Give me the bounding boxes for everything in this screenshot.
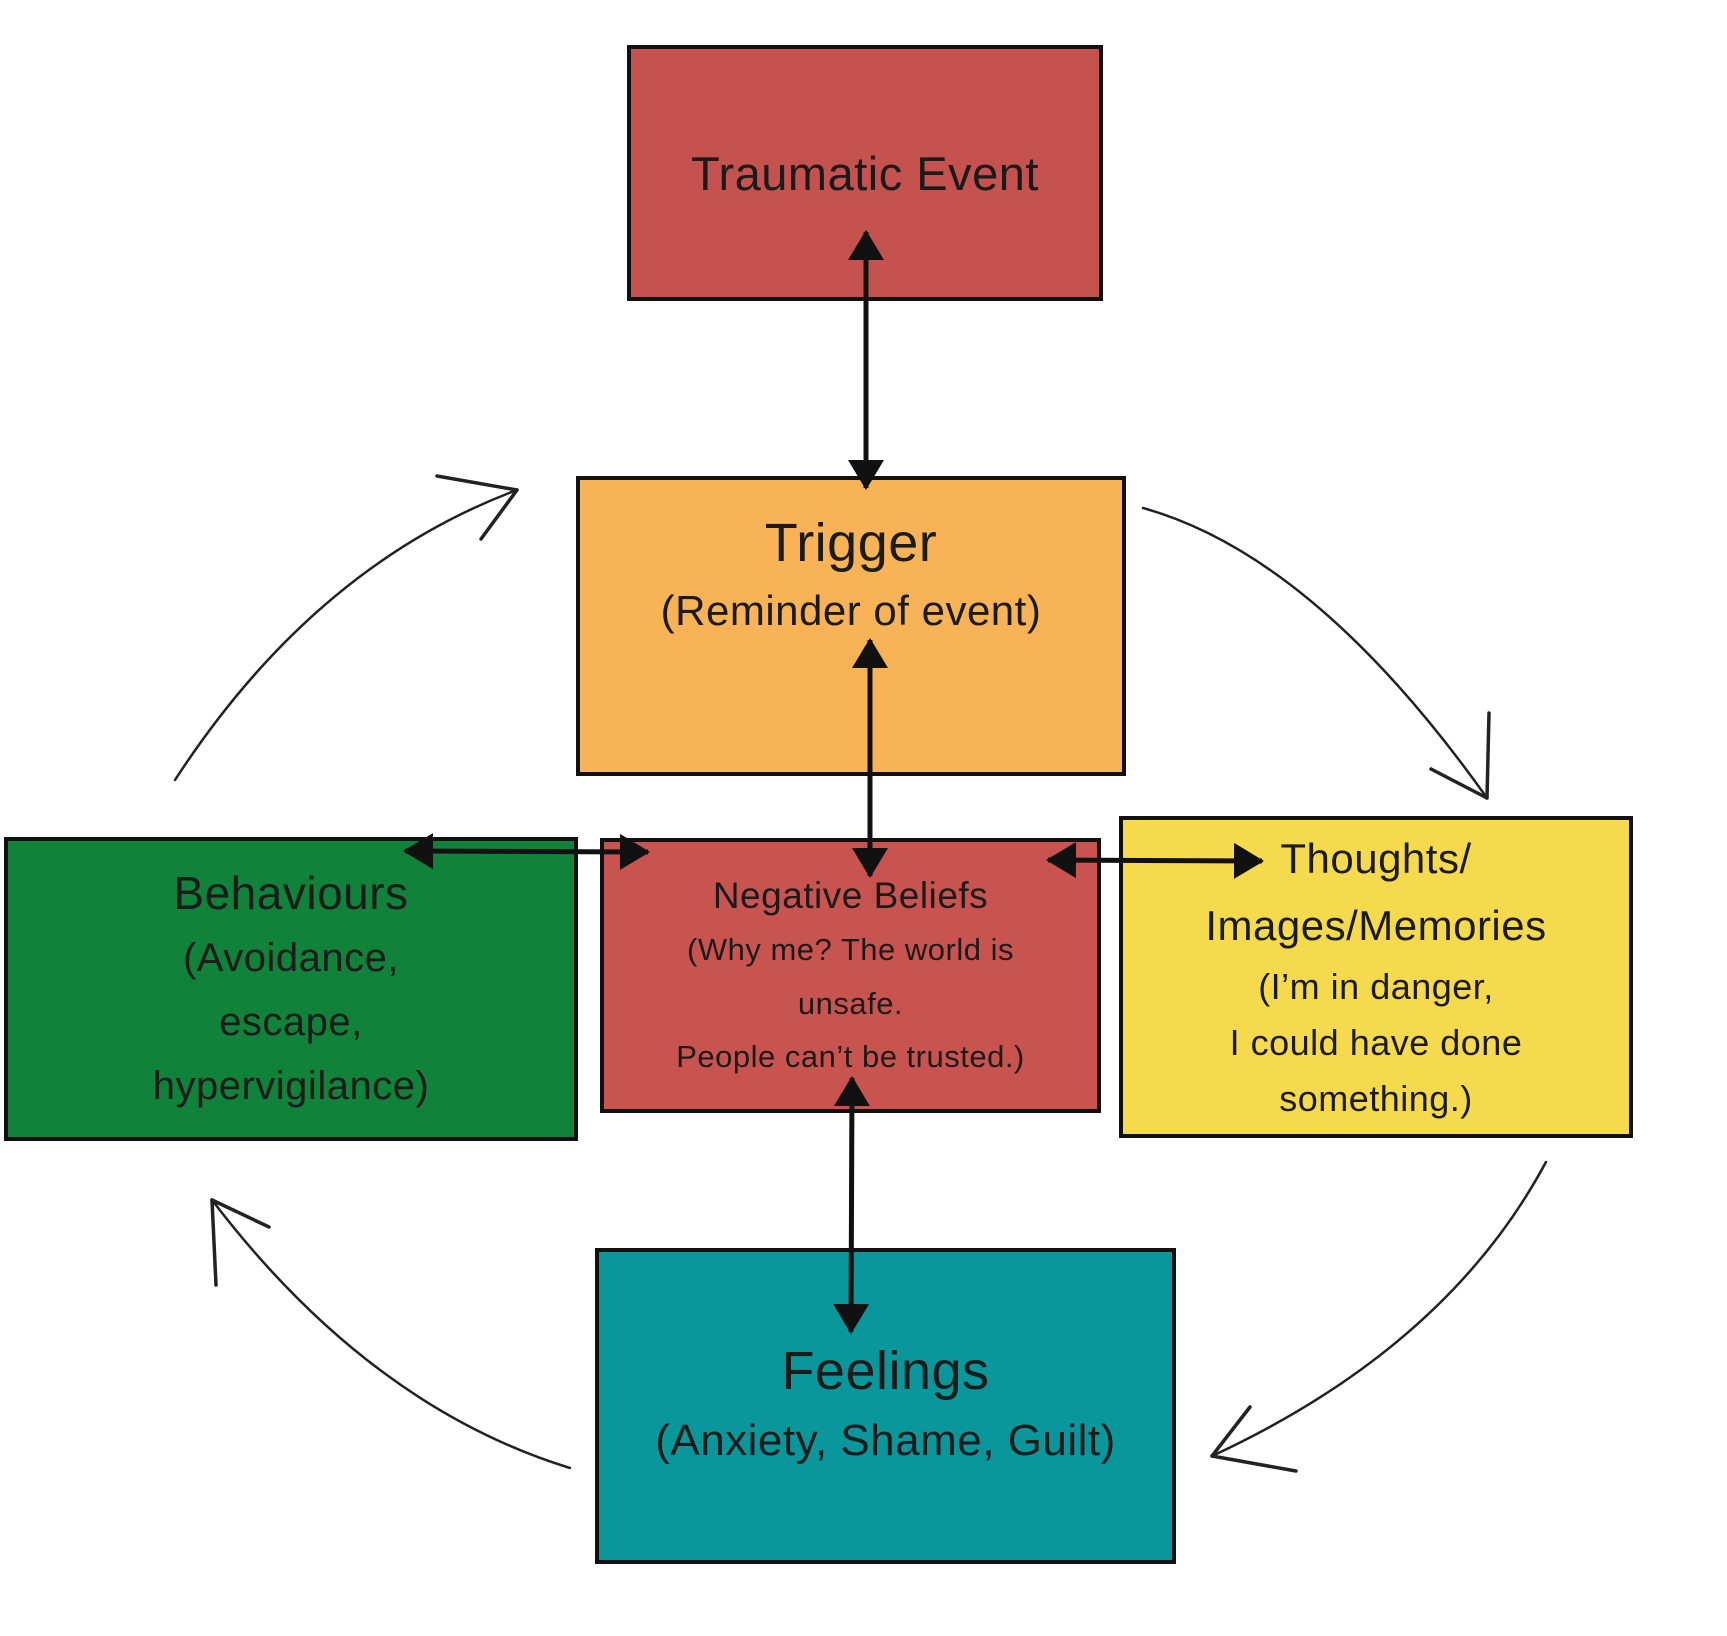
negative-beliefs-line: (Why me? The world is xyxy=(687,932,1014,968)
trigger-sublabel: (Reminder of event) xyxy=(660,586,1042,634)
thoughts-label-line: Thoughts/ xyxy=(1280,835,1472,883)
box-behaviours: Behaviours (Avoidance, escape, hypervigi… xyxy=(4,837,578,1141)
behaviours-line: hypervigilance) xyxy=(152,1064,430,1109)
feelings-label: Feelings xyxy=(781,1340,990,1401)
trigger-label: Trigger xyxy=(764,513,938,573)
cycle-arc-thoughts-to-feelings xyxy=(1210,1160,1548,1473)
negative-beliefs-label: Negative Beliefs xyxy=(712,874,989,916)
box-traumatic-event: Traumatic Event xyxy=(627,45,1103,301)
traumatic-event-label: Traumatic Event xyxy=(691,146,1039,200)
thoughts-label-line: Images/Memories xyxy=(1205,901,1547,949)
box-negative-beliefs: Negative Beliefs (Why me? The world is u… xyxy=(600,838,1101,1113)
behaviours-label: Behaviours xyxy=(173,866,409,919)
cycle-arc-trigger-to-thoughts xyxy=(1141,506,1491,800)
box-thoughts-images-memories: Thoughts/ Images/Memories (I’m in danger… xyxy=(1119,816,1633,1138)
negative-beliefs-line: People can’t be trusted.) xyxy=(676,1038,1025,1074)
cycle-arc-behaviours-to-trigger xyxy=(173,474,519,782)
thoughts-line: (I’m in danger, xyxy=(1258,966,1494,1008)
box-trigger: Trigger (Reminder of event) xyxy=(576,476,1126,776)
cycle-arc-feelings-to-behaviours xyxy=(210,1198,572,1470)
thoughts-line: something.) xyxy=(1279,1078,1473,1120)
behaviours-line: (Avoidance, xyxy=(182,936,399,981)
negative-beliefs-line: unsafe. xyxy=(797,985,904,1021)
feelings-sublabel: (Anxiety, Shame, Guilt) xyxy=(655,1415,1116,1465)
thoughts-line: I could have done xyxy=(1229,1022,1523,1064)
behaviours-line: escape, xyxy=(219,1000,363,1045)
box-feelings: Feelings (Anxiety, Shame, Guilt) xyxy=(595,1248,1176,1564)
